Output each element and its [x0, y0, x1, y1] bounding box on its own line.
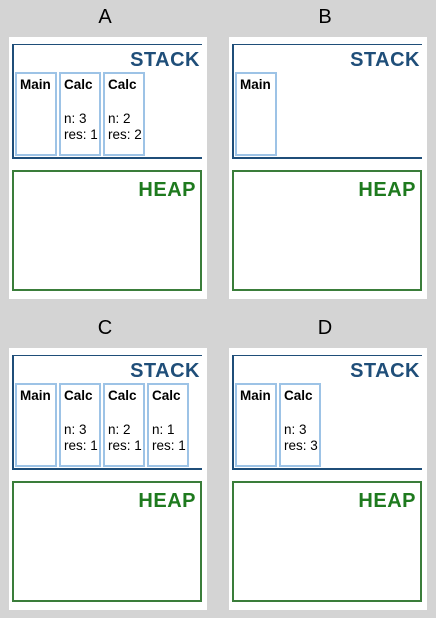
- stack-frames: Main: [235, 72, 279, 156]
- stack-frame-calc: Calc n: 2 res: 1: [103, 383, 145, 467]
- frame-var-n: n: 3: [284, 422, 307, 437]
- stack-frame-main: Main: [15, 383, 57, 467]
- stack-title: STACK: [350, 49, 420, 71]
- stack-title: STACK: [350, 360, 420, 382]
- panel-label: B: [318, 6, 332, 28]
- frame-name: Calc: [284, 388, 313, 403]
- frame-name: Calc: [64, 77, 93, 92]
- stack-frame-main: Main: [235, 383, 277, 467]
- frame-var-res: res: 1: [152, 438, 186, 453]
- stack-frame-calc: Calc n: 2 res: 2: [103, 72, 145, 156]
- stack-title: STACK: [130, 360, 200, 382]
- frame-var-n: n: 3: [64, 111, 87, 126]
- frame-var-n: n: 2: [108, 111, 131, 126]
- memory-card: STACK Main Calc n: 3 res: 3 HEAP: [229, 348, 427, 610]
- frame-var-n: n: 1: [152, 422, 175, 437]
- stack-frames: Main Calc n: 3 res: 1 Calc n: 2 res: 1 C…: [15, 383, 191, 467]
- stack-frame-calc: Calc n: 3 res: 1: [59, 383, 101, 467]
- heap-area: HEAP: [232, 170, 422, 291]
- frame-var-res: res: 1: [64, 438, 98, 453]
- memory-card: STACK Main HEAP: [229, 37, 427, 299]
- frame-var-res: res: 1: [108, 438, 142, 453]
- frame-var-res: res: 2: [108, 127, 142, 142]
- heap-title: HEAP: [138, 490, 196, 512]
- heap-title: HEAP: [358, 179, 416, 201]
- heap-area: HEAP: [232, 481, 422, 602]
- heap-area: HEAP: [12, 170, 202, 291]
- panel-label: D: [317, 317, 333, 339]
- stack-frame-calc: Calc n: 3 res: 1: [59, 72, 101, 156]
- frame-name: Calc: [152, 388, 181, 403]
- memory-card: STACK Main Calc n: 3 res: 1 Calc n: 2 re…: [9, 348, 207, 610]
- frame-var-n: n: 3: [64, 422, 87, 437]
- stack-frames: Main Calc n: 3 res: 1 Calc n: 2 res: 2: [15, 72, 147, 156]
- frame-name: Main: [240, 388, 271, 403]
- frame-name: Main: [20, 388, 51, 403]
- stack-frame-calc: Calc n: 3 res: 3: [279, 383, 321, 467]
- stack-area: STACK Main: [232, 44, 422, 159]
- frame-name: Calc: [108, 77, 137, 92]
- stack-frames: Main Calc n: 3 res: 3: [235, 383, 323, 467]
- stack-frame-main: Main: [15, 72, 57, 156]
- frame-name: Calc: [108, 388, 137, 403]
- heap-title: HEAP: [138, 179, 196, 201]
- panel-b: B STACK Main HEAP: [220, 0, 430, 303]
- panel-label: A: [98, 6, 112, 28]
- stack-frame-calc: Calc n: 1 res: 1: [147, 383, 189, 467]
- heap-title: HEAP: [358, 490, 416, 512]
- panel-d: D STACK Main Calc n: 3 res: 3 HEAP: [220, 311, 430, 614]
- stack-area: STACK Main Calc n: 3 res: 1 Calc n: 2 re…: [12, 44, 202, 159]
- frame-var-res: res: 1: [64, 127, 98, 142]
- stack-area: STACK Main Calc n: 3 res: 3: [232, 355, 422, 470]
- memory-card: STACK Main Calc n: 3 res: 1 Calc n: 2 re…: [9, 37, 207, 299]
- panel-label: C: [97, 317, 113, 339]
- frame-name: Main: [240, 77, 271, 92]
- heap-area: HEAP: [12, 481, 202, 602]
- frame-var-res: res: 3: [284, 438, 318, 453]
- stack-title: STACK: [130, 49, 200, 71]
- panel-a: A STACK Main Calc n: 3 res: 1 Calc n: 2: [0, 0, 210, 303]
- frame-name: Calc: [64, 388, 93, 403]
- panel-c: C STACK Main Calc n: 3 res: 1 Calc n: 2: [0, 311, 210, 614]
- frame-name: Main: [20, 77, 51, 92]
- frame-var-n: n: 2: [108, 422, 131, 437]
- stack-frame-main: Main: [235, 72, 277, 156]
- stack-area: STACK Main Calc n: 3 res: 1 Calc n: 2 re…: [12, 355, 202, 470]
